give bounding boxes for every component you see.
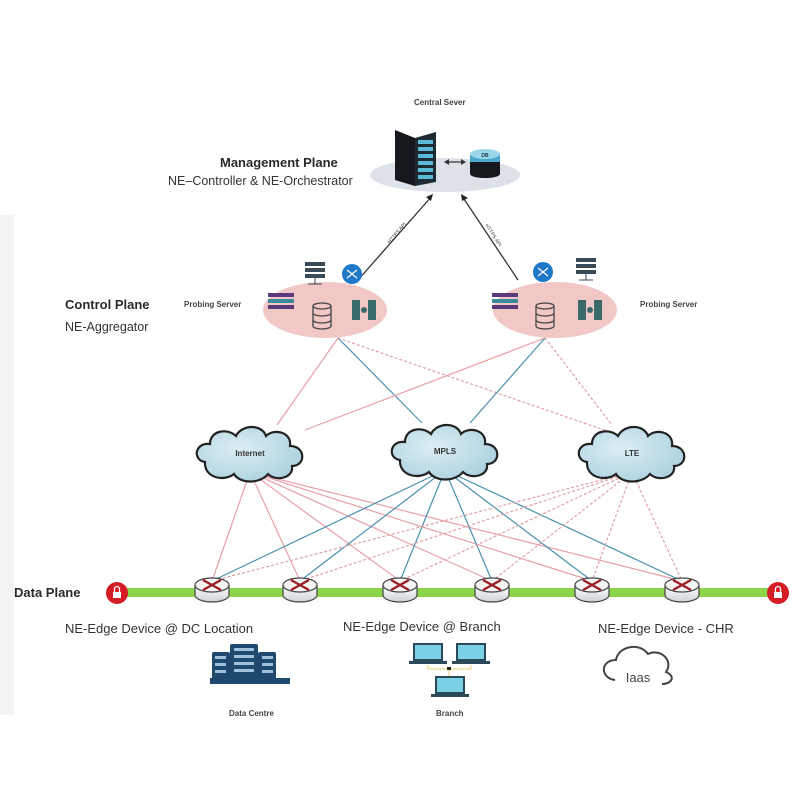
api-link-label: HTTPS API	[387, 222, 408, 245]
network-hub-icon	[533, 262, 553, 282]
network-hub-icon	[342, 264, 362, 284]
edge-group-label-dc: NE-Edge Device @ DC Location	[65, 621, 254, 636]
link-line	[299, 471, 633, 582]
data-centre-label: Data Centre	[229, 709, 274, 718]
db-label: DB	[481, 153, 489, 159]
central-server-title: Central Sever	[414, 98, 466, 107]
central-server-icon	[395, 130, 436, 186]
management-plane-subtitle: NE–Controller & NE-Orchestrator	[168, 174, 353, 188]
cloud-label: LTE	[625, 449, 640, 458]
link-line	[399, 471, 633, 582]
branch-label: Branch	[436, 709, 464, 718]
clouds: Internet MPLS LTE	[195, 423, 686, 483]
probing-server-group-right	[492, 258, 617, 338]
rack-icon	[305, 262, 325, 285]
api-link-left: HTTPS API	[357, 194, 433, 281]
database-icon: DB	[470, 149, 500, 178]
firewall-icon	[578, 300, 602, 320]
link-line	[491, 471, 633, 582]
edge-group-label-chr: NE-Edge Device - CHR	[598, 621, 734, 636]
cloud-to-router-links	[211, 469, 683, 582]
database-stack-icon	[312, 302, 332, 330]
storage-array-icon	[492, 293, 518, 309]
cloud-mpls: MPLS	[390, 423, 499, 481]
probing-server-group-left	[263, 262, 387, 338]
edge-router-icon	[194, 577, 230, 603]
bidirectional-arrow-icon	[444, 159, 466, 165]
link-line	[249, 471, 401, 582]
data-centre-icon	[210, 644, 290, 684]
edge-router-icon	[282, 577, 318, 603]
left-border-strip	[0, 215, 14, 715]
control-to-cloud-links	[276, 337, 613, 433]
rack-icon	[576, 258, 596, 281]
link-line	[211, 471, 633, 582]
edge-group-label-branch: NE-Edge Device @ Branch	[343, 619, 501, 634]
edge-router-icon	[664, 577, 700, 603]
cloud-internet: Internet	[195, 425, 304, 483]
link-line	[631, 471, 683, 582]
edge-router-icon	[574, 577, 610, 603]
control-plane-subtitle: NE-Aggregator	[65, 320, 149, 334]
link-line	[249, 471, 301, 582]
control-plane-title: Control Plane	[65, 297, 150, 312]
management-plane-title: Management Plane	[220, 155, 338, 170]
cloud-label: Internet	[235, 449, 265, 458]
cloud-label: MPLS	[434, 447, 457, 456]
routers	[194, 577, 700, 603]
edge-router-icon	[474, 577, 510, 603]
link-line	[249, 471, 683, 582]
iaas-cloud-icon: Iaas	[602, 645, 673, 685]
edge-router-icon	[382, 577, 418, 603]
storage-array-icon	[268, 293, 294, 309]
link-line	[211, 471, 251, 582]
link-line	[299, 469, 446, 582]
data-plane-title: Data Plane	[14, 585, 81, 600]
data-plane-bar	[115, 588, 780, 597]
api-link-label: HTTPS API	[483, 223, 502, 248]
link-line	[591, 471, 633, 582]
cloud-lte: LTE	[577, 425, 686, 483]
firewall-icon	[352, 300, 376, 320]
branch-laptops-icon	[409, 643, 490, 697]
lock-icon-left	[106, 582, 128, 604]
probing-server-label: Probing Server	[184, 300, 242, 309]
probing-server-label: Probing Server	[640, 300, 698, 309]
database-stack-icon	[535, 302, 555, 330]
api-link-right: HTTPS API	[461, 194, 519, 281]
lock-icon-right	[767, 582, 789, 604]
link-line	[399, 469, 446, 582]
link-line	[211, 469, 446, 582]
iaas-label: Iaas	[626, 670, 651, 685]
